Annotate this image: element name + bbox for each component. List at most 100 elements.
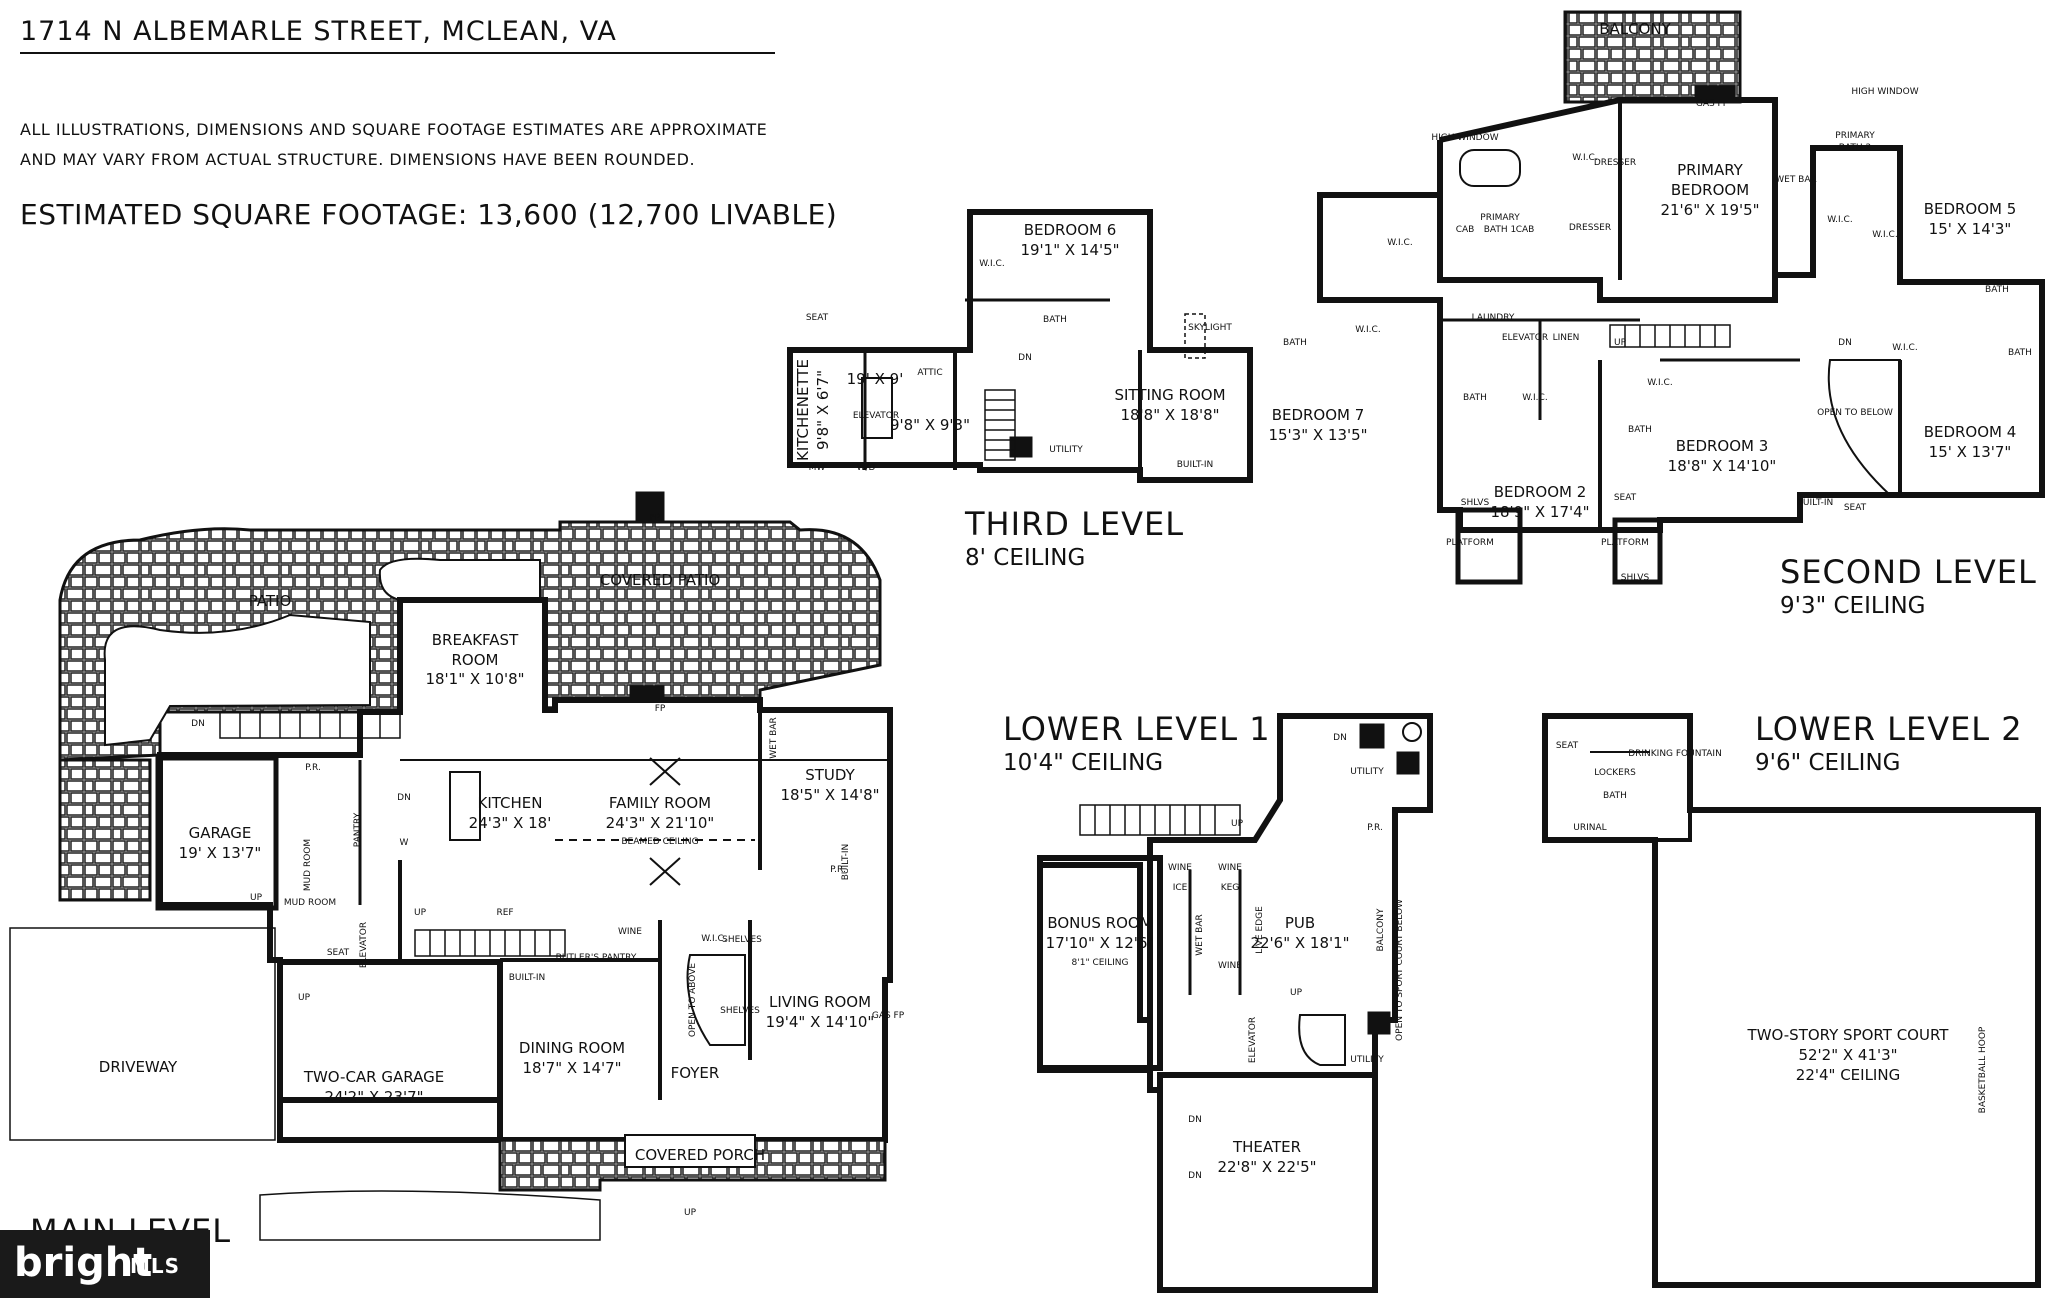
lower1-utility-block-a [1359, 723, 1385, 749]
lower1-label-5: OPEN TO SPORT COURT BELOW [1395, 899, 1405, 1041]
lower1-utility-block-c [1367, 1011, 1391, 1035]
bright-mls-logo: bright MLS [0, 1230, 210, 1298]
main-label-10: ELEVATOR [359, 922, 369, 968]
third-level-outline [787, 209, 1253, 483]
lower1-label-13: UP [1231, 819, 1244, 829]
main-label-2: PANTRY [353, 812, 363, 847]
lower-level-1-name: LOWER LEVEL 1 [1003, 710, 1271, 748]
second-label-23: SHLVS [1461, 498, 1490, 508]
bedroom7-dim: 15'3" X 13'5" [1268, 426, 1367, 444]
lower1-label-12: LIVE EDGE [1255, 906, 1265, 954]
kitchen-dim: 24'3" X 18' [469, 814, 552, 832]
sitting-room-dim: 18'8" X 18'8" [1120, 406, 1219, 424]
lower-level-2-name: LOWER LEVEL 2 [1755, 710, 2023, 748]
second-label-16: DRESSER [1569, 223, 1611, 233]
main-label-4: P.R. [830, 865, 846, 875]
second-level-ceiling: 9'3" CEILING [1780, 593, 1926, 619]
second-label-8: BATH [1628, 425, 1652, 435]
third-level-ceiling: 8' CEILING [965, 545, 1086, 571]
third-label-12: MW [809, 463, 826, 473]
third-label-10: W/D [857, 463, 876, 473]
second-label-1: W.I.C. [1572, 153, 1597, 163]
kitchenette-dim: 9'8" X 6'7" [814, 370, 832, 450]
lower2-label-3: URINAL [1573, 823, 1606, 833]
third-label-2: BATH [1283, 338, 1307, 348]
lower2-label-5: BASKETBALL HOOP [1978, 1026, 1988, 1113]
third-level-title: THIRD LEVEL 8' CEILING [965, 505, 1184, 571]
main-label-0: MUD ROOM [303, 839, 313, 891]
second-label-14: WET BAR [1775, 175, 1817, 185]
third-label-1: BATH [1043, 315, 1067, 325]
second-label-6: W.I.C. [1522, 393, 1547, 403]
second-label-22: PLATFORM [1601, 538, 1649, 548]
main-house-outline [157, 597, 893, 1143]
main-label-11: SEAT [327, 948, 350, 958]
second-bath-tub [1459, 149, 1521, 187]
primary-bath1-name1: PRIMARY [1480, 213, 1520, 223]
two-car-garage-walls [277, 959, 503, 1143]
bedroom2-dim: 18'9" X 17'4" [1490, 503, 1589, 521]
second-label-19: HIGH WINDOW [1431, 133, 1498, 143]
third-label-6: ELEVATOR [853, 411, 899, 421]
second-level-name: SECOND LEVEL [1780, 553, 2037, 591]
main-label-7: SHELVES [722, 935, 762, 945]
garage-walls [155, 755, 279, 911]
lower1-label-3: WET BAR [1195, 914, 1205, 956]
second-level-outline [1317, 145, 2045, 533]
theater-name: THEATER [1232, 1138, 1301, 1156]
main-label-19: REF [496, 908, 513, 918]
bedroom3-dim: 18'8" X 14'10" [1668, 457, 1777, 475]
main-label-17: BUILT-IN [509, 973, 546, 983]
living-room-name: LIVING ROOM [769, 993, 871, 1011]
primary-bedroom-name2: BEDROOM [1671, 181, 1749, 199]
attic-room-dim: 19' X 9' [847, 370, 904, 388]
second-label-31: CAB [1516, 225, 1535, 235]
lower1-label-15: DN [1188, 1115, 1202, 1125]
third-elevator [861, 377, 893, 439]
covered-porch-name: COVERED PORCH [635, 1146, 765, 1164]
breakfast-dim: 18'1" X 10'8" [425, 670, 524, 688]
third-label-11: SKYLIGHT [1188, 323, 1232, 333]
second-label-12: ELEVATOR [1502, 333, 1548, 343]
study-name: STUDY [805, 766, 855, 784]
lower1-label-6: ELEVATOR [1248, 1017, 1258, 1063]
sport-court-dim: 52'2" X 41'3" [1798, 1046, 1897, 1064]
garage-dim: 19' X 13'7" [179, 844, 262, 862]
lower2-label-0: BATH [1603, 791, 1627, 801]
dining-room-dim: 18'7" X 14'7" [522, 1059, 621, 1077]
lower1-label-14: UP [1290, 988, 1303, 998]
main-label-20: UP [250, 893, 263, 903]
second-label-11: LAUNDRY [1472, 313, 1515, 323]
second-level-plan [1317, 10, 2045, 585]
lower-level-2-title: LOWER LEVEL 2 9'6" CEILING [1755, 710, 2023, 776]
logo-mls: MLS [130, 1254, 181, 1278]
second-label-17: GAS FP [1696, 99, 1729, 109]
lower1-outline [1037, 713, 1433, 1293]
dining-room-name: DINING ROOM [519, 1039, 625, 1057]
lower1-stairs [1079, 804, 1241, 836]
second-label-15: DRESSER [1594, 158, 1636, 168]
third-label-0: ATTIC [917, 368, 942, 378]
main-label-15: FP [650, 513, 661, 523]
second-label-9: BATH [1985, 285, 2009, 295]
lower1-label-7: WINE [1168, 863, 1192, 873]
main-label-3: P.R. [305, 763, 321, 773]
main-label-1: MUD ROOM [284, 898, 336, 908]
disclaimer-line-2: AND MAY VARY FROM ACTUAL STRUCTURE. DIME… [20, 150, 696, 169]
third-label-4: W.I.C. [1355, 325, 1380, 335]
balcony-name: BALCONY [1599, 20, 1671, 38]
third-level-name: THIRD LEVEL [965, 505, 1185, 543]
lower1-stair-curve [1298, 1014, 1346, 1066]
theater-dim: 22'8" X 22'5" [1217, 1158, 1316, 1176]
lower2-label-2: DRINKING FOUNTAIN [1628, 749, 1722, 759]
kitchen-name: KITCHEN [478, 794, 543, 812]
lower1-label-8: WINE [1218, 863, 1242, 873]
sport-court-name: TWO-STORY SPORT COURT [1747, 1026, 1950, 1044]
lower1-utility-block-b [1396, 751, 1420, 775]
second-label-26: SEAT [1844, 503, 1867, 513]
address-underline [20, 52, 775, 54]
bedroom2-name: BEDROOM 2 [1494, 483, 1587, 501]
second-label-2: W.I.C. [1827, 215, 1852, 225]
bedroom5-dim: 15' X 14'3" [1929, 220, 2012, 238]
lower-level-1-plan [1037, 713, 1433, 1293]
